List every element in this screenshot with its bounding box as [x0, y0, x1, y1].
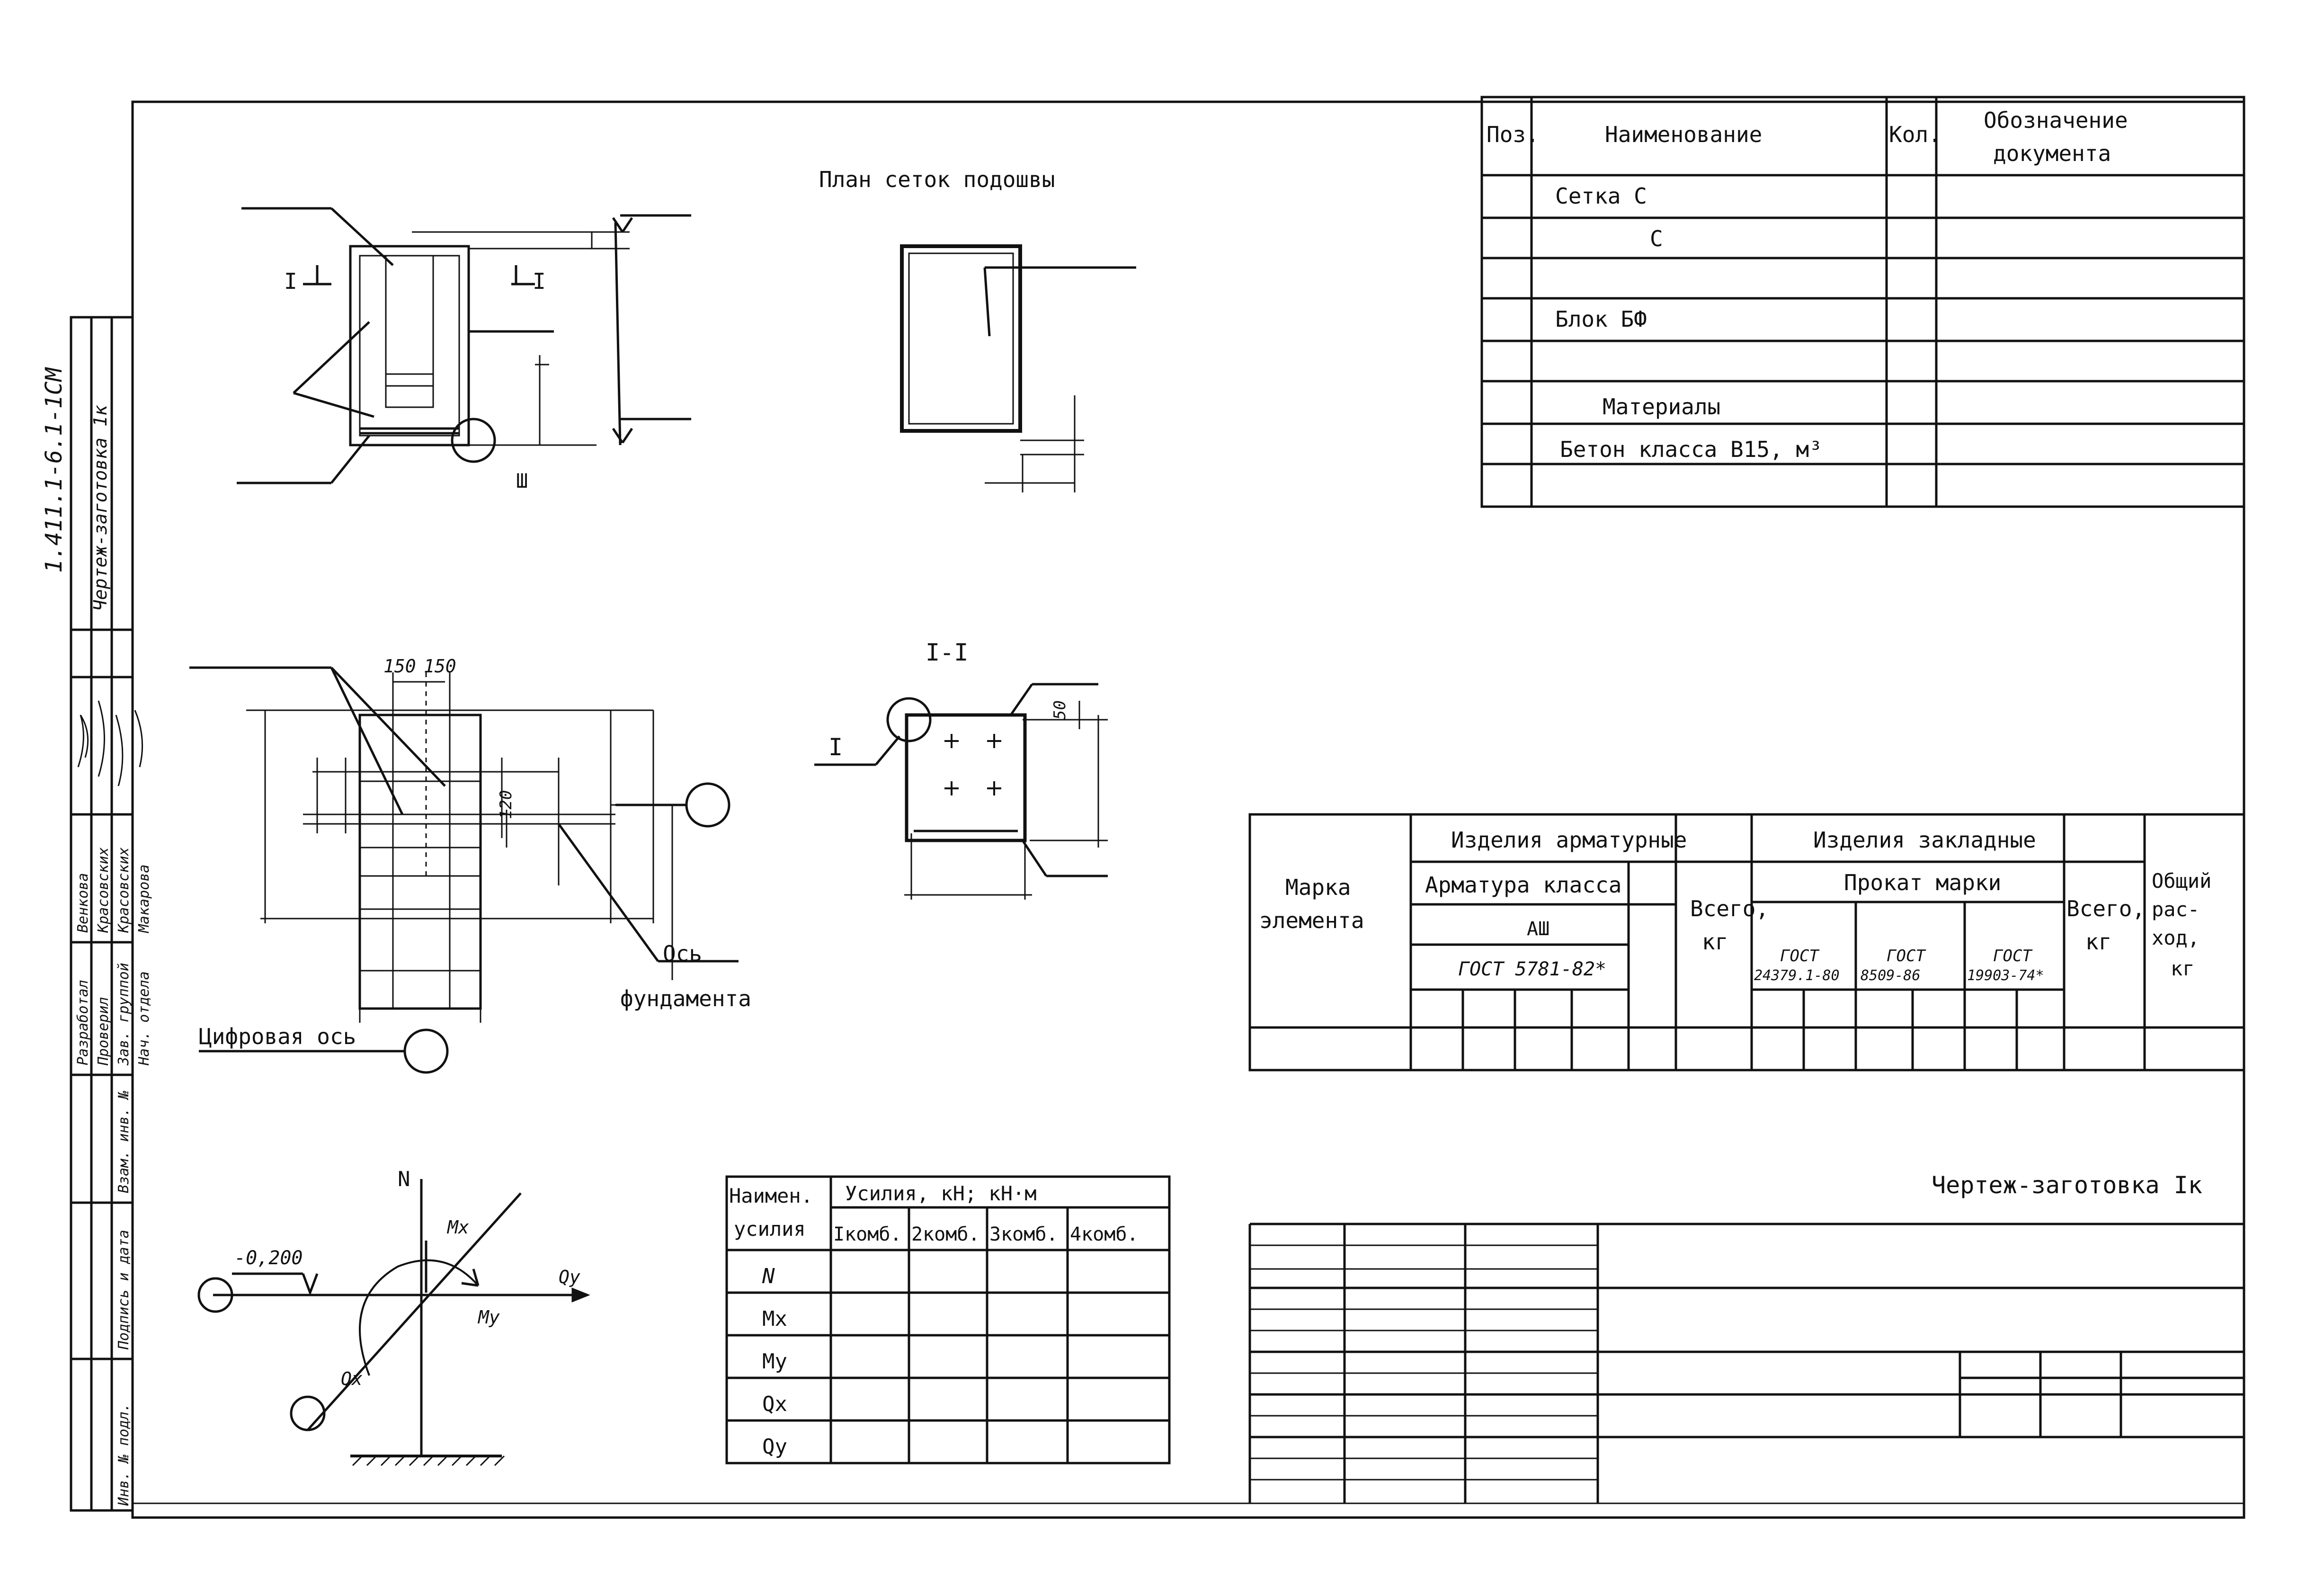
forces-combo: 4комб.: [1070, 1224, 1139, 1245]
steel-total: Всего,: [1690, 896, 1769, 921]
steel-rebar-grade: АШ: [1527, 918, 1549, 940]
spec-table: [1480, 96, 2245, 508]
side-stamp-doc-title: Чертеж-заготовка 1к: [90, 404, 111, 611]
steel-gost: 19903-74*: [1967, 967, 2044, 984]
force-label-qx: Qx: [341, 1368, 363, 1389]
steel-table: [1248, 813, 2245, 1072]
elevation-label: -0,200: [234, 1247, 303, 1269]
dim-150-left: 150: [383, 656, 416, 677]
force-label-my: My: [477, 1307, 500, 1328]
steel-gost: 24379.1-80: [1754, 967, 1840, 984]
steel-mark: Марка: [1285, 875, 1351, 900]
steel-total: Всего,: [2066, 896, 2145, 921]
dim-150-right: 150: [424, 656, 456, 677]
axis-bubble-left: [197, 1277, 233, 1313]
forces-row: Qy: [762, 1435, 787, 1459]
forces-row: Qx: [762, 1392, 787, 1416]
axis-label: фундамента: [620, 986, 751, 1011]
force-label-qy: Qy: [559, 1267, 580, 1287]
side-stamp-name: Красовских: [95, 847, 112, 933]
side-stamp-code: 1.411.1-6.1-1СМ: [41, 366, 67, 573]
steel-gost: ГОСТ: [1887, 947, 1926, 965]
force-label-mx: Mx: [446, 1217, 469, 1238]
forces-diagram: [197, 1179, 590, 1466]
forces-table: [725, 1175, 1171, 1465]
force-label-n: N: [398, 1167, 410, 1191]
spec-row: Материалы: [1603, 394, 1720, 420]
forces-col-name: усилия: [734, 1217, 806, 1241]
steel-overall: ход,: [2152, 926, 2199, 949]
digital-axis-label: Цифровая ось: [199, 1024, 356, 1049]
forces-combo: 3комб.: [989, 1224, 1058, 1245]
forces-group: Усилия, кН; кН·м: [845, 1182, 1037, 1205]
spec-header-pos: Поз.: [1487, 122, 1539, 147]
side-stamp-name: Красовских: [116, 847, 132, 933]
steel-rebar-class: Арматура класса: [1425, 872, 1621, 898]
cut-label-right: I: [533, 268, 546, 294]
steel-overall: рас-: [2152, 898, 2199, 921]
side-stamp-name: Макарова: [136, 865, 152, 934]
steel-total: кг: [2085, 929, 2111, 955]
side-stamp-name: Венкова: [75, 873, 91, 933]
title-block: [1248, 1223, 2244, 1503]
forces-row: Mx: [762, 1307, 787, 1331]
steel-mark: элемента: [1259, 908, 1364, 933]
plan-view: [237, 207, 691, 484]
steel-overall: кг: [2171, 957, 2195, 980]
side-stamp-role: Зав. группой: [116, 963, 132, 1066]
detail-circle-iii: [451, 418, 496, 463]
drawing-title: Чертеж-заготовка Iк: [1932, 1171, 2202, 1199]
steel-rebar-gost: ГОСТ 5781-82*: [1458, 958, 1606, 980]
dim-50: 50: [1051, 700, 1069, 720]
side-stamp-role: Нач. отдела: [136, 971, 152, 1066]
steel-gost: 8509-86: [1861, 967, 1920, 984]
forces-combo: Iкомб.: [833, 1224, 902, 1245]
section-view: [814, 683, 1108, 900]
steel-embed-group: Изделия закладные: [1813, 827, 2036, 853]
forces-combo: 2комб.: [911, 1224, 980, 1245]
plan-title: План сеток подошвы: [819, 167, 1055, 192]
section-title: I-I: [926, 639, 968, 666]
spec-header-qty: Кол.: [1889, 122, 1941, 147]
cut-label-left: I: [284, 268, 297, 294]
spec-header-doc: Обозначение: [1984, 107, 2128, 133]
side-stamp-inv: Подпись и дата: [116, 1230, 132, 1350]
steel-overall: Общий: [2152, 869, 2211, 893]
side-stamp-role: Разработал: [75, 980, 91, 1065]
side-stamp: 1.411.1-6.1-1СМ Чертеж-заготовка 1к Разр…: [41, 316, 152, 1512]
spec-header-name: Наименование: [1605, 122, 1762, 147]
steel-rolled-grade: Прокат марки: [1844, 870, 2001, 895]
side-stamp-inv: Взам. инв. №: [116, 1090, 132, 1193]
forces-col-name: Наимен.: [729, 1184, 813, 1207]
spec-row: Блок БФ: [1555, 306, 1647, 332]
dim-120: 120: [497, 790, 516, 819]
spec-header-doc: документа: [1993, 141, 2111, 166]
steel-total: кг: [1702, 929, 1728, 955]
steel-gost: ГОСТ: [1780, 947, 1820, 965]
spec-row: С: [1650, 226, 1663, 251]
axis-bubble-bottom: [403, 1028, 449, 1074]
section-circle-i: [886, 697, 932, 742]
detail-mark: Ш: [516, 469, 528, 492]
spec-row: Бетон класса В15, м³: [1560, 437, 1822, 462]
axis-bubble-right: [685, 782, 730, 828]
axis-label: Ось: [663, 941, 702, 966]
foundation-plan: [189, 666, 739, 1074]
steel-gost: ГОСТ: [1993, 947, 2033, 965]
steel-rebar-group: Изделия арматурные: [1451, 827, 1687, 853]
spec-row: Сетка С: [1555, 183, 1647, 209]
section-mark: I: [828, 733, 843, 761]
signature: [77, 700, 143, 786]
side-stamp-inv: Инв. № подл.: [116, 1403, 132, 1506]
side-stamp-role: Проверил: [95, 997, 112, 1066]
forces-row: N: [762, 1264, 775, 1288]
forces-row: My: [762, 1349, 787, 1374]
axis-bubble-diag: [290, 1395, 326, 1431]
mesh-plan: [900, 244, 1136, 492]
